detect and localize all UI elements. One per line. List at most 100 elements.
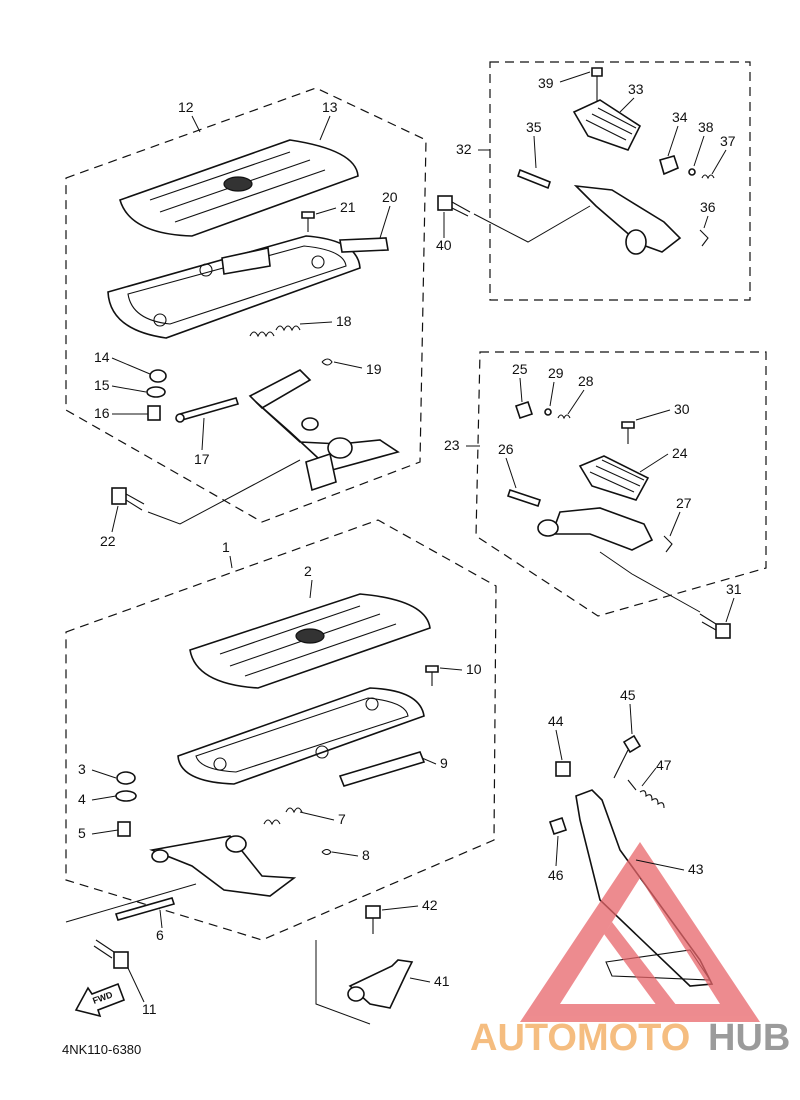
- footrest-arm-23: [537, 507, 654, 551]
- pin-35: [517, 168, 551, 190]
- callout-27: 27: [676, 495, 692, 511]
- bolt-5: [117, 821, 131, 837]
- bolt-31: [699, 613, 731, 639]
- callout-25: 25: [512, 361, 528, 377]
- callout-8: 8: [362, 847, 370, 863]
- callout-30: 30: [674, 401, 690, 417]
- callout-23: 23: [444, 437, 460, 453]
- callout-4: 4: [78, 791, 86, 807]
- screw-30: [621, 421, 635, 444]
- callout-40: 40: [436, 237, 452, 253]
- callout-5: 5: [78, 825, 86, 841]
- callout-41: 41: [434, 973, 450, 989]
- plate-20: [339, 237, 389, 253]
- callout-45: 45: [620, 687, 636, 703]
- group-23-outline: [475, 351, 767, 617]
- callout-33: 33: [628, 81, 644, 97]
- callout-29: 29: [548, 365, 564, 381]
- bar-9: [338, 751, 426, 787]
- callout-44: 44: [548, 713, 564, 729]
- callout-labels: 1 2 3 4 5 6 7 8 9 10 11 12 13 14 15 16 1…: [78, 71, 742, 1017]
- callout-21: 21: [340, 199, 356, 215]
- callout-18: 18: [336, 313, 352, 329]
- rubber-24: [578, 455, 650, 501]
- bolt-11: [93, 939, 129, 969]
- pin-26: [506, 488, 542, 508]
- callout-36: 36: [700, 199, 716, 215]
- footboard-2: [189, 593, 431, 689]
- collar-14: [149, 369, 167, 383]
- bolt-40: [437, 195, 471, 217]
- callout-42: 42: [422, 897, 438, 913]
- footrest-arm-32: [573, 184, 682, 255]
- washer-4: [115, 790, 137, 802]
- callout-9: 9: [440, 755, 448, 771]
- callout-26: 26: [498, 441, 514, 457]
- bracket-41: [347, 959, 414, 1009]
- callout-14: 14: [94, 349, 110, 365]
- group-12-outline: [65, 87, 427, 523]
- callout-32: 32: [456, 141, 472, 157]
- watermark-text-hub: HUB: [708, 1017, 790, 1059]
- footboard-bracket-upper: [107, 235, 361, 339]
- callout-34: 34: [672, 109, 688, 125]
- footboard-13: [119, 139, 359, 237]
- pin-17: [175, 397, 240, 423]
- callout-13: 13: [322, 99, 338, 115]
- callout-7: 7: [338, 811, 346, 827]
- callout-46: 46: [548, 867, 564, 883]
- footboard-stay-upper: [248, 369, 400, 492]
- callout-47: 47: [656, 757, 672, 773]
- footboard-bracket-lower: [177, 687, 425, 785]
- ball-29: [544, 408, 552, 416]
- pin-6: [114, 897, 176, 921]
- callout-20: 20: [382, 189, 398, 205]
- callout-2: 2: [304, 563, 312, 579]
- watermark-triangle: [520, 842, 760, 1022]
- callout-43: 43: [688, 861, 704, 877]
- collar-44: [555, 761, 571, 777]
- callout-6: 6: [156, 927, 164, 943]
- callout-38: 38: [698, 119, 714, 135]
- footboard-stay-lower: [149, 835, 297, 897]
- ball-38: [688, 168, 696, 176]
- washer-15: [146, 386, 166, 398]
- screw-10: [425, 665, 439, 686]
- fwd-arrow: [74, 982, 126, 1018]
- screw-42: [365, 905, 381, 934]
- bolt-39: [591, 67, 603, 104]
- callout-37: 37: [720, 133, 736, 149]
- group-32-outline: [489, 61, 751, 301]
- clip-19: [321, 358, 333, 366]
- watermark-text-automoto: AUTOMOTO: [470, 1017, 690, 1059]
- callout-12: 12: [178, 99, 194, 115]
- bolt-45: [613, 734, 642, 779]
- ball-34: [659, 155, 679, 176]
- bolt-22: [111, 487, 145, 511]
- spring-18: [249, 325, 301, 338]
- callout-17: 17: [194, 451, 210, 467]
- callout-39: 39: [538, 75, 554, 91]
- callout-19: 19: [366, 361, 382, 377]
- clip-8: [321, 848, 332, 856]
- callout-1: 1: [222, 539, 230, 555]
- rubber-33: [572, 99, 642, 151]
- group-1-outline: [65, 519, 497, 941]
- nut-46: [548, 816, 568, 836]
- callout-16: 16: [94, 405, 110, 421]
- screw-21: [301, 211, 315, 232]
- callout-31: 31: [726, 581, 742, 597]
- bolt-16: [147, 405, 161, 421]
- callout-11: 11: [142, 1001, 157, 1017]
- automotohub-watermark: [520, 842, 760, 1022]
- callout-3: 3: [78, 761, 86, 777]
- spring-47: [627, 779, 665, 809]
- spring-7: [263, 807, 303, 826]
- spring-28: [557, 414, 571, 420]
- callout-22: 22: [100, 533, 116, 549]
- spring-37: [701, 174, 715, 180]
- callout-10: 10: [466, 661, 482, 677]
- callout-35: 35: [526, 119, 542, 135]
- callout-28: 28: [578, 373, 594, 389]
